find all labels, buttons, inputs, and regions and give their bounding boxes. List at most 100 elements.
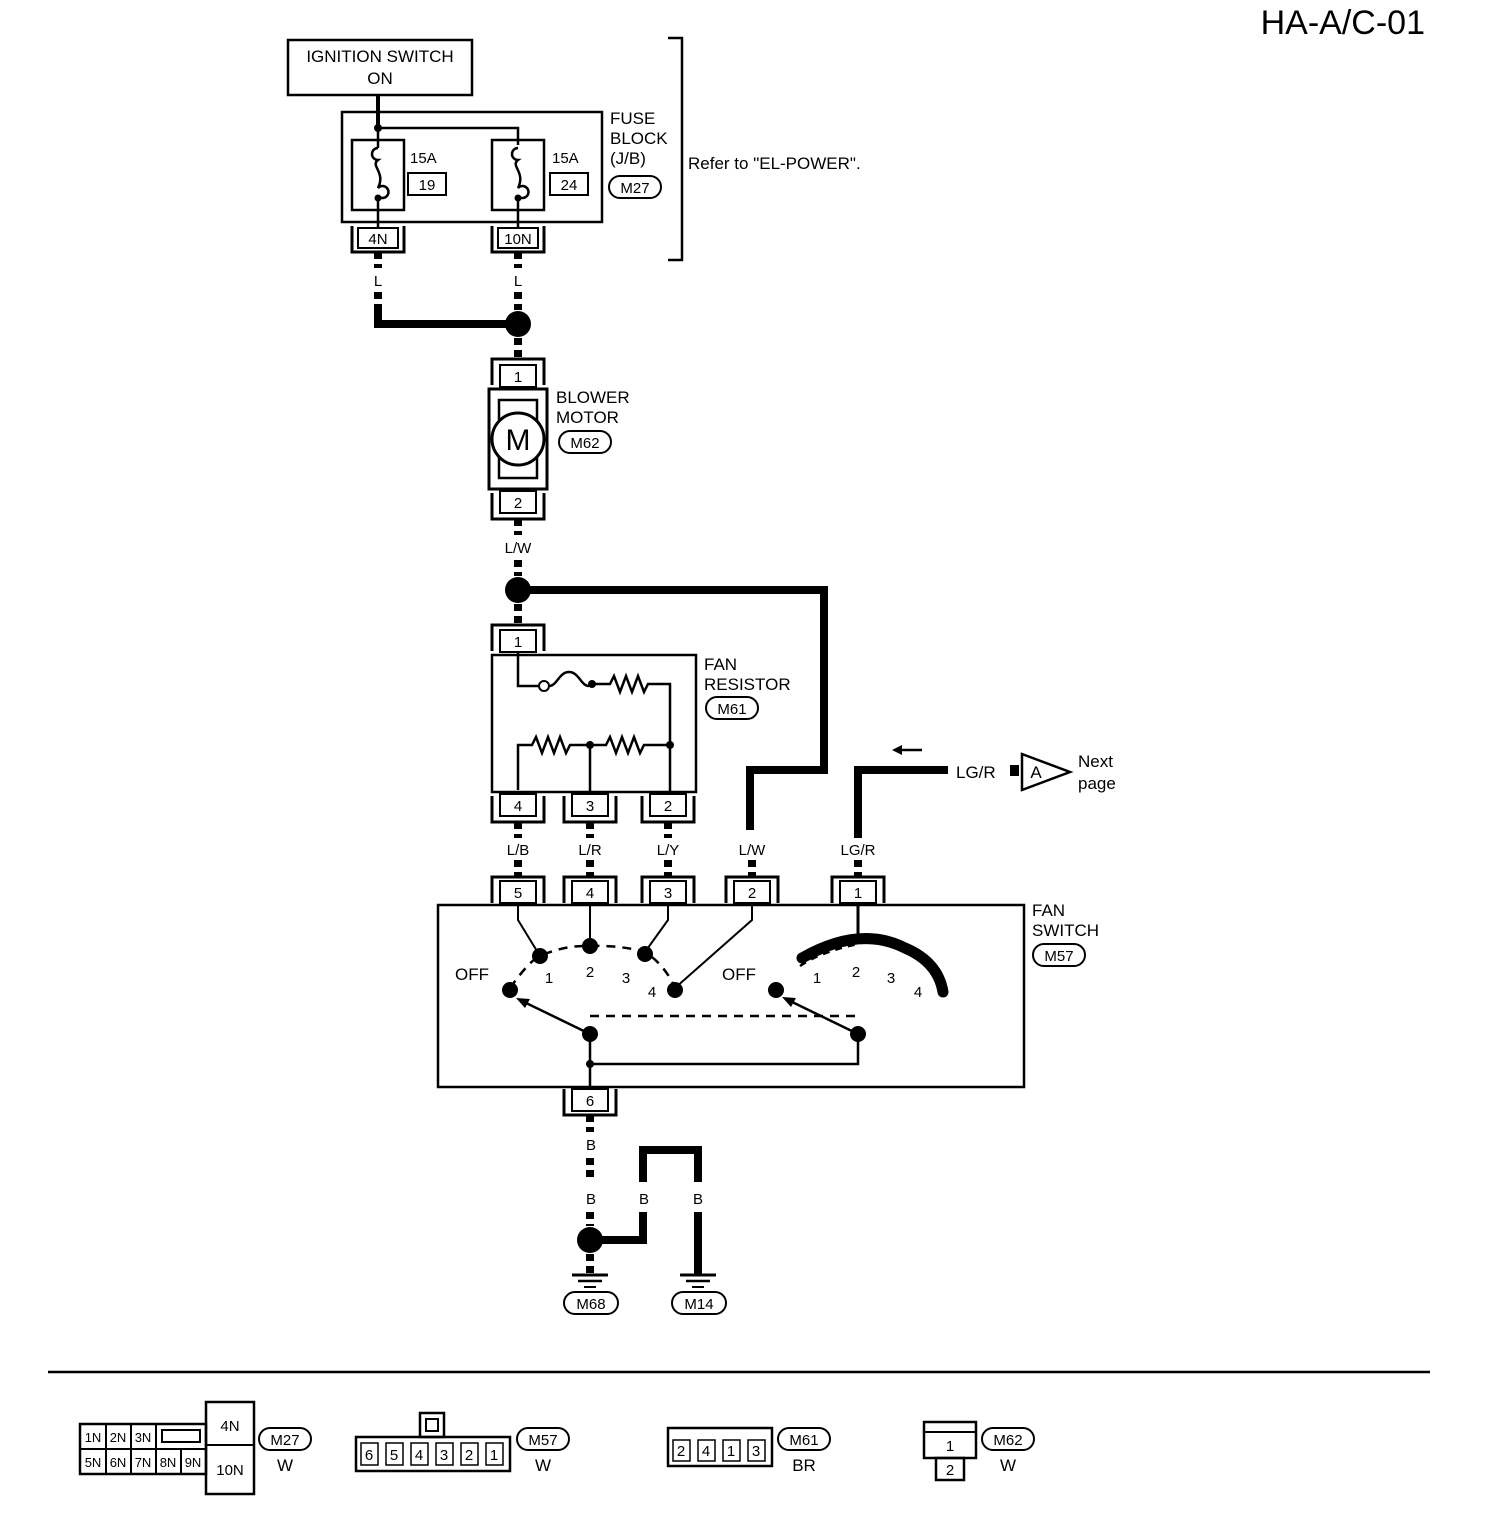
svg-text:1: 1 (727, 1443, 735, 1460)
svg-text:4: 4 (586, 885, 594, 902)
svg-text:3N: 3N (135, 1430, 152, 1445)
left-pos-3: 3 (622, 970, 630, 987)
svg-text:M27: M27 (620, 180, 649, 197)
resistor-pin-3: 3 (562, 793, 618, 824)
terminal-4N: 4N (350, 226, 406, 254)
svg-text:10N: 10N (216, 1462, 244, 1479)
blower-label-2: MOTOR (556, 408, 619, 427)
svg-text:2N: 2N (110, 1430, 127, 1445)
wire-label-lb: L/B (507, 842, 530, 859)
svg-text:2: 2 (748, 885, 756, 902)
wires-resistor-switch: L/B L/R L/Y L/W LG/R LG/R A Next page (507, 745, 1116, 876)
svg-text:6: 6 (365, 1447, 373, 1464)
ground-code-m14: M14 (671, 1291, 727, 1315)
svg-text:M61: M61 (717, 701, 746, 718)
wire-label-b-4: B (693, 1191, 703, 1208)
wire-label-ly: L/Y (657, 842, 680, 859)
refer-text: Refer to "EL-POWER". (688, 154, 861, 173)
svg-text:5N: 5N (85, 1455, 102, 1470)
svg-text:3: 3 (586, 798, 594, 815)
fuse-19-rating: 15A (410, 150, 437, 167)
fuse-24: 15A 24 (490, 138, 589, 230)
fan-resistor: 1 FAN RESISTOR M61 4 3 2 (490, 623, 791, 824)
splice-lw (505, 577, 531, 603)
connector-m61: 2 4 1 3 M61 BR (666, 1426, 831, 1475)
switch-label-1: FAN (1032, 901, 1065, 920)
right-pos-3: 3 (887, 970, 895, 987)
left-pos-4: 4 (648, 984, 656, 1001)
left-pos-2: 2 (586, 964, 594, 981)
svg-text:M61: M61 (789, 1432, 818, 1449)
svg-text:2: 2 (465, 1447, 473, 1464)
page-code: HA-A/C-01 (1261, 4, 1425, 42)
right-pos-4: 4 (914, 984, 922, 1001)
blower-label-1: BLOWER (556, 388, 630, 407)
blower-motor: 1 M 2 BLOWER MOTOR M62 (487, 357, 630, 521)
resistor-label-2: RESISTOR (704, 675, 791, 694)
switch-label-2: SWITCH (1032, 921, 1099, 940)
fuse-24-number: 24 (561, 177, 578, 194)
svg-text:M14: M14 (684, 1296, 713, 1313)
switch-code: M57 (1032, 943, 1086, 967)
next-page-connector: A (1030, 763, 1042, 782)
resistor-pin-4: 4 (490, 793, 546, 824)
ground-code-m68: M68 (563, 1291, 619, 1315)
svg-text:7N: 7N (135, 1455, 152, 1470)
resistor-label-1: FAN (704, 655, 737, 674)
splice-ground (577, 1227, 603, 1253)
svg-text:M27: M27 (270, 1432, 299, 1449)
right-pos-off: OFF (722, 965, 756, 984)
wire-label-lr: L/R (578, 842, 602, 859)
svg-text:3: 3 (664, 885, 672, 902)
switch-pin-3: 3 (640, 875, 696, 904)
lgr-out-label: LG/R (956, 763, 996, 782)
fan-switch: 5 4 3 2 1 OFF (436, 875, 1099, 1117)
switch-pin-1: 1 (830, 875, 886, 904)
left-pos-1: 1 (545, 970, 553, 987)
switch-pin-4: 4 (562, 875, 618, 904)
m61-color: BR (792, 1456, 816, 1475)
m62-color: W (1000, 1456, 1016, 1475)
ignition-label: IGNITION SWITCH (306, 47, 453, 66)
svg-text:8N: 8N (160, 1455, 177, 1470)
svg-text:2: 2 (514, 495, 522, 512)
svg-text:M62: M62 (570, 435, 599, 452)
right-pos-1: 1 (813, 970, 821, 987)
svg-text:3: 3 (752, 1443, 760, 1460)
right-pos-2: 2 (852, 964, 860, 981)
fuse-block: 15A 19 15A 24 FUSE BLOCK (J/B) M27 Refer… (340, 36, 861, 262)
svg-text:4N: 4N (220, 1418, 239, 1435)
ground-symbol-m14 (680, 1273, 716, 1288)
svg-text:M57: M57 (1044, 948, 1073, 965)
terminal-10N: 10N (490, 226, 546, 254)
wire-label-b-1: B (586, 1137, 596, 1154)
fuse-block-code: M27 (608, 175, 662, 199)
connector-m27: 1N 2N 3N 5N 6N 7N 8N 9N 4N 10N M27 W (78, 1400, 312, 1496)
ground-symbol-m68 (572, 1273, 608, 1288)
ignition-state: ON (367, 69, 393, 88)
svg-text:5: 5 (390, 1447, 398, 1464)
svg-text:5: 5 (514, 885, 522, 902)
fuse-block-label-3: (J/B) (610, 149, 646, 168)
svg-text:6N: 6N (110, 1455, 127, 1470)
wires-motor-out: L/W (505, 519, 828, 830)
wire-label-lgr: LG/R (840, 842, 875, 859)
ground-wiring: B B B B M68 M14 (563, 1115, 727, 1315)
wire-label-lw-2: L/W (739, 842, 767, 859)
svg-text:10N: 10N (504, 231, 532, 248)
svg-text:1: 1 (490, 1447, 498, 1464)
wire-label-lw-1: L/W (505, 540, 533, 557)
svg-text:1: 1 (514, 369, 522, 386)
blower-code: M62 (558, 430, 612, 454)
wires-power: L L (374, 252, 531, 360)
svg-text:6: 6 (586, 1093, 594, 1110)
svg-text:3: 3 (440, 1447, 448, 1464)
fuse-block-label-1: FUSE (610, 109, 655, 128)
wire-label-b-3: B (639, 1191, 649, 1208)
svg-text:M57: M57 (528, 1432, 557, 1449)
svg-text:9N: 9N (185, 1455, 202, 1470)
switch-pin-5: 5 (490, 875, 546, 904)
wire-label-l-1: L (374, 273, 382, 290)
svg-text:4: 4 (415, 1447, 423, 1464)
